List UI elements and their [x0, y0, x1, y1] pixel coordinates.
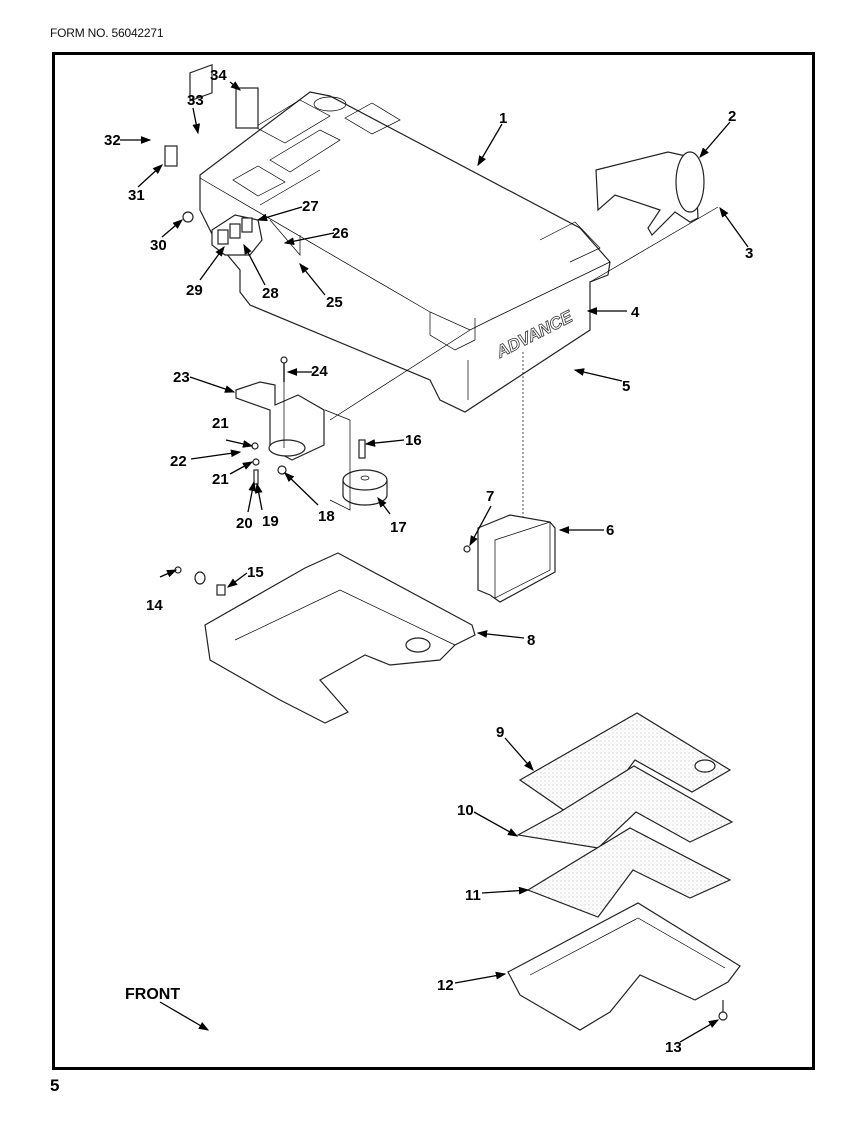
callout-19: 19	[262, 513, 279, 530]
callout-16: 16	[405, 432, 422, 449]
base-tray-part	[174, 552, 476, 724]
callout-leaders	[120, 81, 749, 1043]
page-number: 5	[50, 1076, 60, 1095]
fastener-13-part	[718, 1011, 728, 1021]
mount-bracket-part	[235, 356, 325, 461]
callout-30: 30	[150, 237, 167, 254]
callout-1: 1	[499, 110, 507, 127]
callout-33: 33	[187, 92, 204, 109]
callout-2: 2	[728, 108, 736, 125]
callout-11: 11	[465, 887, 481, 904]
control-box-part	[463, 514, 556, 603]
callout-21b: 21	[212, 471, 229, 488]
callout-21a: 21	[212, 415, 229, 432]
callout-7: 7	[486, 488, 494, 505]
illustration-frame	[52, 52, 815, 1070]
callout-32: 32	[104, 132, 121, 149]
callout-24: 24	[311, 363, 328, 380]
callout-28: 28	[262, 285, 279, 302]
callout-18: 18	[318, 508, 335, 525]
callout-17: 17	[390, 519, 407, 536]
bracket-31-part	[164, 145, 178, 167]
callout-9: 9	[496, 724, 504, 741]
decal-34-part	[235, 87, 259, 129]
callout-23: 23	[173, 369, 190, 386]
callout-22: 22	[170, 453, 187, 470]
callout-6: 6	[606, 522, 614, 539]
front-arrow-icon	[159, 1001, 210, 1031]
gasket-strip-part	[516, 765, 734, 849]
callout-8: 8	[527, 632, 535, 649]
front-label: FRONT	[125, 986, 180, 1003]
callout-14: 14	[146, 597, 163, 614]
callout-25: 25	[326, 294, 343, 311]
callout-numbers: 1 2 3 4 5 6 7 8 9 10 11 12 13 14 15 16 1…	[104, 67, 753, 1056]
callout-13: 13	[665, 1039, 682, 1056]
duct-shroud-part	[595, 151, 705, 236]
bottom-pan-part	[507, 902, 741, 1031]
callout-4: 4	[631, 304, 640, 321]
front-orientation-indicator: FRONT	[125, 986, 210, 1031]
decal-33-part	[189, 64, 213, 102]
grommet-30-part	[182, 211, 194, 223]
callout-26: 26	[332, 225, 349, 242]
callout-12: 12	[437, 977, 454, 994]
lower-insulation-pad-part	[526, 827, 732, 918]
callout-3: 3	[745, 245, 753, 262]
callout-31: 31	[128, 187, 145, 204]
callout-10: 10	[457, 802, 474, 819]
main-housing-part	[199, 91, 611, 413]
callout-29: 29	[186, 282, 203, 299]
isolator-mount-part	[342, 439, 388, 506]
callout-34: 34	[210, 67, 227, 84]
form-number: FORM NO. 56042271	[50, 26, 164, 40]
callout-20: 20	[236, 515, 253, 532]
callout-5: 5	[622, 378, 630, 395]
callout-15: 15	[247, 564, 264, 581]
callout-27: 27	[302, 198, 319, 215]
